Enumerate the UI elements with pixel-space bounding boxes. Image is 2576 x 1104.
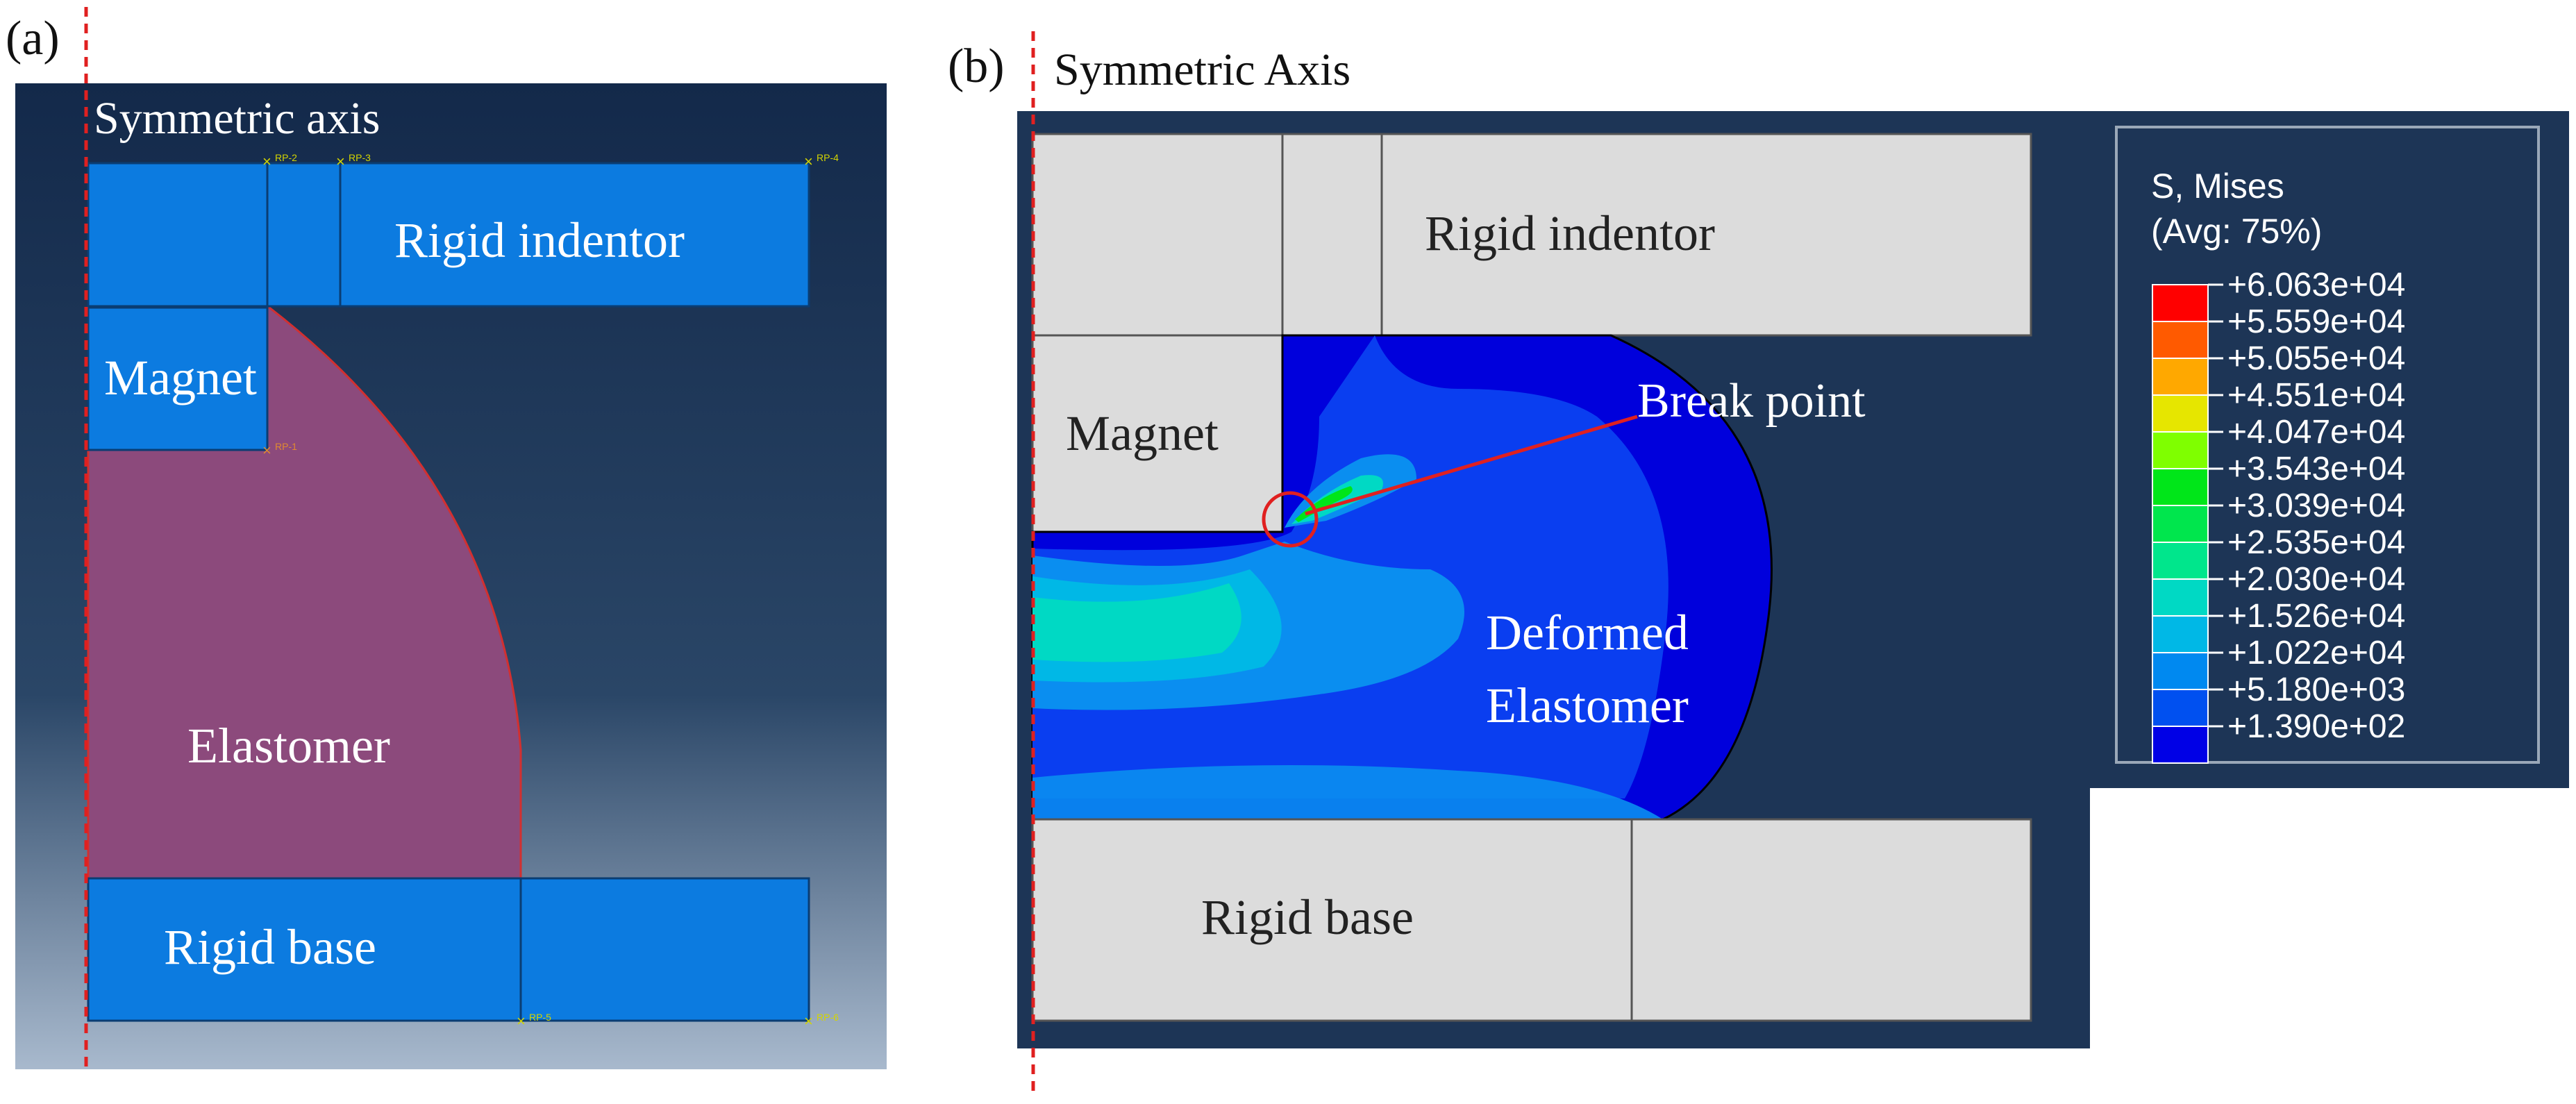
legend-value: +5.055e+04 [2227, 340, 2405, 377]
ref-point-marker: × [262, 153, 271, 170]
legend-swatch [2152, 358, 2209, 396]
ref-point-marker: × [804, 1012, 813, 1030]
indentor-block-right [339, 162, 810, 308]
legend-swatch [2152, 689, 2209, 727]
indentor-block-mid [266, 162, 342, 308]
legend-subtitle: (Avg: 75%) [2151, 212, 2322, 251]
ref-point-label: RP-4 [817, 152, 839, 163]
legend-labels: +6.063e+04+5.559e+04+5.055e+04+4.551e+04… [2208, 267, 2405, 745]
legend-value: +4.047e+04 [2227, 414, 2405, 451]
panel-a: (a) × RP-2 × RP-3 × RP-4 × RP-1 × RP-5 ×… [6, 7, 887, 1069]
panel-a-tag: (a) [6, 12, 60, 65]
ref-point-label: RP-1 [275, 441, 297, 452]
panel-b-tag: (b) [948, 40, 1005, 93]
indentor-block-left [87, 162, 269, 308]
reference-points: × RP-2 × RP-3 × RP-4 × RP-1 × RP-5 × RP-… [262, 152, 839, 1030]
legend-swatch [2152, 652, 2209, 690]
contour-band-cyan [1032, 583, 1241, 662]
indentor-block-mid-b [1281, 133, 1383, 337]
ref-point-marker: × [336, 153, 345, 170]
legend-swatch [2152, 542, 2209, 580]
legend-value: +3.039e+04 [2227, 487, 2405, 524]
legend-value: +5.180e+03 [2227, 671, 2405, 708]
base-block-right-b [1630, 818, 2032, 1022]
indentor-block-left-b [1031, 133, 1284, 337]
magnet-block [87, 306, 269, 451]
legend-value: +2.535e+04 [2227, 524, 2405, 561]
magnet-block-b [1031, 334, 1284, 533]
base-block-right [519, 877, 810, 1022]
deformed-label-line2: Elastomer [1486, 678, 1689, 733]
legend-value: +1.390e+02 [2227, 708, 2405, 745]
legend-swatches [2152, 284, 2209, 764]
rigid-base-label-a: Rigid base [164, 919, 376, 975]
legend-swatch [2152, 284, 2209, 322]
legend-swatch [2152, 505, 2209, 543]
contour-base-band [1032, 765, 1663, 819]
legend-swatch [2152, 726, 2209, 764]
legend-swatch [2152, 468, 2209, 506]
rigid-indentor-label-b: Rigid indentor [1425, 206, 1715, 261]
magnet-label-b: Magnet [1066, 405, 1219, 461]
legend-value: +2.030e+04 [2227, 561, 2405, 598]
rigid-base-label-b: Rigid base [1201, 889, 1414, 945]
ref-point-label: RP-5 [529, 1012, 551, 1023]
legend-swatch [2152, 394, 2209, 433]
ref-point-marker: × [804, 153, 813, 170]
ref-point-marker: × [262, 442, 271, 459]
symmetric-axis-label-b: Symmetric Axis [1054, 44, 1350, 95]
legend-value: +1.022e+04 [2227, 635, 2405, 671]
deformed-label-line1: Deformed [1486, 605, 1689, 660]
legend-value: +4.551e+04 [2227, 377, 2405, 414]
elastomer-label-a: Elastomer [187, 718, 390, 773]
ref-point-label: RP-6 [817, 1012, 839, 1023]
indentor-block-right-b [1380, 133, 2032, 337]
panel-b: (b) Symmetric Axis Break point Rigid ind… [948, 31, 2569, 1097]
mises-legend: S, Mises (Avg: 75%) +6.063e+04+5.559e+04… [2115, 126, 2540, 764]
break-point-leader [1305, 415, 1638, 516]
legend-swatch [2152, 321, 2209, 359]
ref-point-marker: × [517, 1012, 526, 1030]
legend-value: +6.063e+04 [2227, 267, 2405, 303]
legend-swatch [2152, 431, 2209, 469]
legend-value: +5.559e+04 [2227, 303, 2405, 340]
legend-value: +1.526e+04 [2227, 598, 2405, 635]
ref-point-label: RP-2 [275, 152, 297, 163]
legend-swatch [2152, 615, 2209, 653]
ref-point-label: RP-3 [349, 152, 371, 163]
break-point-circle [1262, 491, 1319, 548]
symmetric-axis-label-a: Symmetric axis [94, 93, 380, 144]
legend-value: +3.543e+04 [2227, 451, 2405, 487]
legend-swatch [2152, 578, 2209, 617]
rigid-indentor-label-a: Rigid indentor [394, 212, 685, 268]
magnet-label-a: Magnet [104, 350, 257, 405]
legend-frame [2115, 126, 2540, 764]
legend-title: S, Mises [2151, 167, 2284, 206]
break-point-label: Break point [1637, 374, 1866, 428]
